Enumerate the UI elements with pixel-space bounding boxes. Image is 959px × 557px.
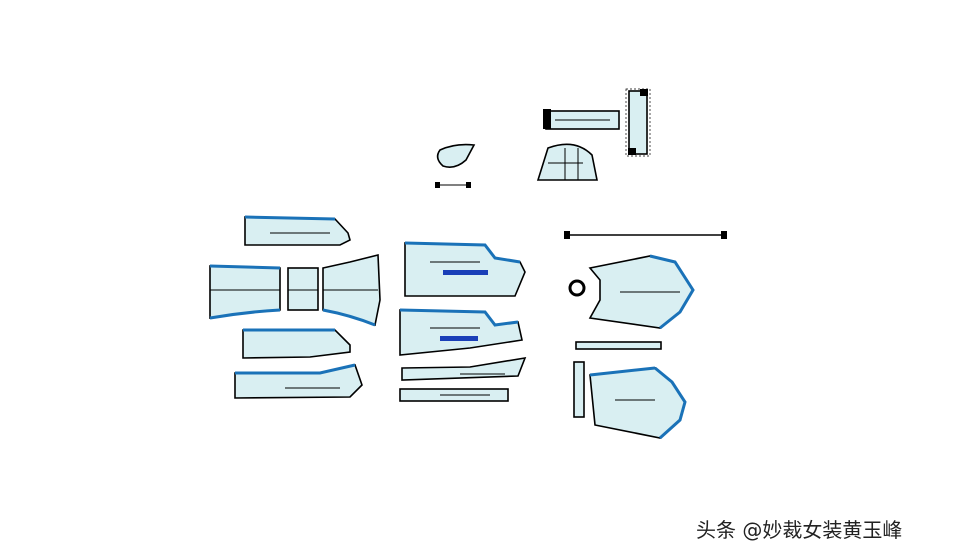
watermark-source: 头条	[696, 518, 736, 542]
binding-strip-vertical	[573, 361, 585, 418]
cuff-strip-piece	[543, 109, 620, 130]
skirt-panel-left	[209, 264, 281, 320]
collar-small-piece	[435, 143, 476, 188]
skirt-panel-lower-2	[234, 363, 363, 399]
pocket-dome-piece	[536, 143, 598, 181]
skirt-panel-middle	[287, 267, 319, 311]
waistband-piece	[244, 215, 351, 246]
skirt-panel-right	[322, 253, 381, 327]
skirt-panel-lower-1	[242, 328, 351, 359]
sleeve-piece	[568, 254, 695, 330]
binding-strip-horizontal	[575, 341, 662, 350]
watermark: 头条 @妙裁女装黄玉峰	[696, 514, 902, 543]
placket-vertical-piece	[625, 88, 651, 157]
bodice-back-piece	[399, 308, 523, 356]
grainline-long	[564, 231, 727, 239]
hem-strip-piece	[399, 388, 509, 402]
yoke-piece	[589, 366, 687, 440]
side-strip-piece	[401, 356, 527, 381]
watermark-handle: @妙裁女装黄玉峰	[742, 518, 903, 542]
bodice-front-piece	[404, 241, 526, 297]
